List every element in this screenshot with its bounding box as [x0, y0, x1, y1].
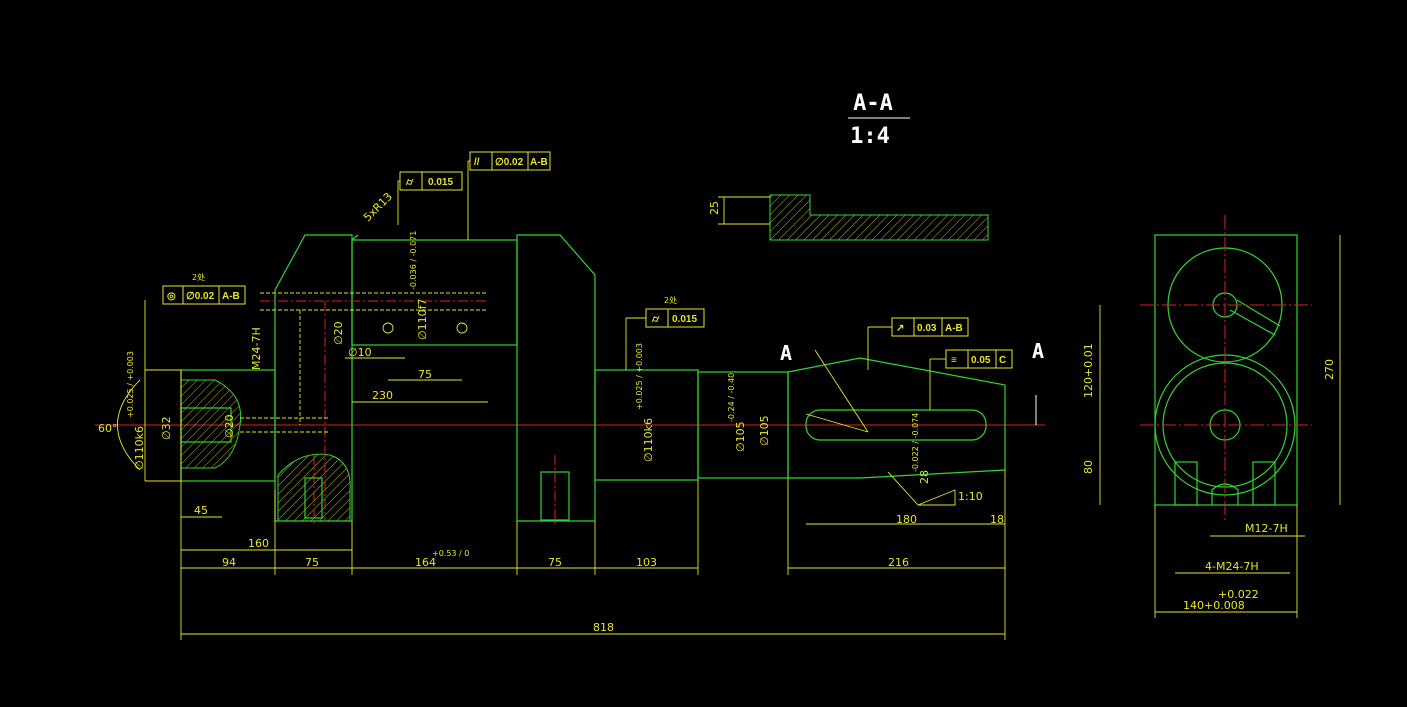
dim-d20-bottom: ∅20 [223, 414, 236, 438]
dim-m24: M24-7H [250, 327, 263, 370]
fcf-6: ≡ 0.05 C [929, 349, 1013, 410]
dim-18: 18 [990, 513, 1004, 526]
dim-d32: ∅32 [160, 416, 173, 440]
dim-230: 230 [372, 389, 393, 402]
dim-180: 180 [896, 513, 917, 526]
dim-75b: 75 [548, 556, 562, 569]
fcf-4-symbol: ⌭ [651, 314, 660, 325]
section-scale: 1:4 [850, 124, 890, 149]
fcf-4-note: 2处 [664, 295, 677, 305]
dim-d105-tol: -0.24 / -0.40 [727, 373, 736, 422]
section-marker-right: A [1032, 339, 1044, 363]
dim-94: 94 [222, 556, 236, 569]
dim-216: 216 [888, 556, 909, 569]
dim-4m24: 4-M24-7H [1205, 560, 1259, 573]
dim-160: 160 [248, 537, 269, 550]
fcf-3-symbol: ◎ [167, 291, 176, 302]
dim-d110f7-tol: -0.036 / -0.071 [409, 231, 418, 290]
fcf-3: 2处 ◎ ∅0.02 A-B [162, 272, 246, 305]
dim-270: 270 [1323, 359, 1336, 380]
dim-d105b: ∅105 [758, 415, 771, 446]
section-aa-view: 25 [708, 194, 989, 241]
dim-sec-height: 25 [708, 201, 721, 215]
dim-d110k6-left: ∅110k6 [133, 426, 146, 470]
fcf-5-datum: A-B [945, 323, 963, 334]
dim-d110k6-right: ∅110k6 [642, 418, 655, 462]
fcf-1: ⌭ 0.015 [397, 171, 463, 225]
side-view [1140, 215, 1312, 520]
dim-164-tol: +0.53 / 0 [432, 549, 469, 558]
dim-140: 140+0.008 [1183, 599, 1245, 612]
dim-120: 120+0.01 [1082, 343, 1095, 398]
fcf-3-tol: ∅0.02 [186, 291, 215, 302]
dim-75-inner: 75 [418, 368, 432, 381]
dimension-texts: 818 94 75 164 +0.53 / 0 75 103 216 160 4… [98, 190, 1336, 634]
dim-k6-tol-right: +0.025 / +0.003 [635, 343, 644, 410]
dim-75a: 75 [305, 556, 319, 569]
fcf-5-symbol: ↗ [896, 323, 904, 334]
dim-818: 818 [593, 621, 614, 634]
dim-k6-tol-left: +0.025 / +0.003 [126, 351, 135, 418]
dim-d10: ∅10 [348, 346, 372, 359]
fcf-5-tol: 0.03 [917, 323, 937, 334]
fcf-5: ↗ 0.03 A-B [867, 317, 969, 370]
dim-140-tol: +0.022 [1218, 588, 1259, 601]
fcf-6-tol: 0.05 [971, 355, 991, 366]
fcf-6-symbol: ≡ [951, 355, 957, 366]
dim-d20-top: ∅20 [332, 321, 345, 345]
dim-d105: ∅105 [734, 421, 747, 452]
fcf-6-datum: C [999, 355, 1006, 366]
dim-d110f7: ∅110f7 [416, 299, 429, 340]
fcf-2: // ∅0.02 A-B [467, 151, 551, 240]
fcf-2-datum: A-B [530, 157, 548, 168]
section-name: A-A [853, 91, 893, 116]
dim-taper: 1:10 [958, 490, 983, 503]
fcf-2-symbol: // [474, 157, 480, 168]
fcf-3-note: 2处 [192, 272, 205, 282]
dim-m12: M12-7H [1245, 522, 1288, 535]
fcf-1-symbol: ⌭ [405, 177, 414, 188]
main-shaft [95, 234, 1045, 525]
fcf-2-tol: ∅0.02 [495, 157, 524, 168]
dim-28-tol: -0.022 / -0.074 [911, 413, 920, 472]
dim-164: 164 [415, 556, 436, 569]
dim-80: 80 [1082, 460, 1095, 474]
fcf-1-tol: 0.015 [428, 177, 453, 188]
section-title: A-A 1:4 [848, 91, 910, 149]
fcf-4-tol: 0.015 [672, 314, 697, 325]
dim-angle60: 60° [98, 422, 118, 435]
fcf-3-datum: A-B [222, 291, 240, 302]
section-marker-left: A [780, 341, 792, 365]
fcf-4: 2处 ⌭ 0.015 [625, 295, 705, 370]
dimension-lines [117, 235, 1341, 640]
dim-103: 103 [636, 556, 657, 569]
dim-45: 45 [194, 504, 208, 517]
dim-chamfer: 5xR13 [361, 190, 395, 224]
dim-28: 28 [918, 470, 931, 484]
